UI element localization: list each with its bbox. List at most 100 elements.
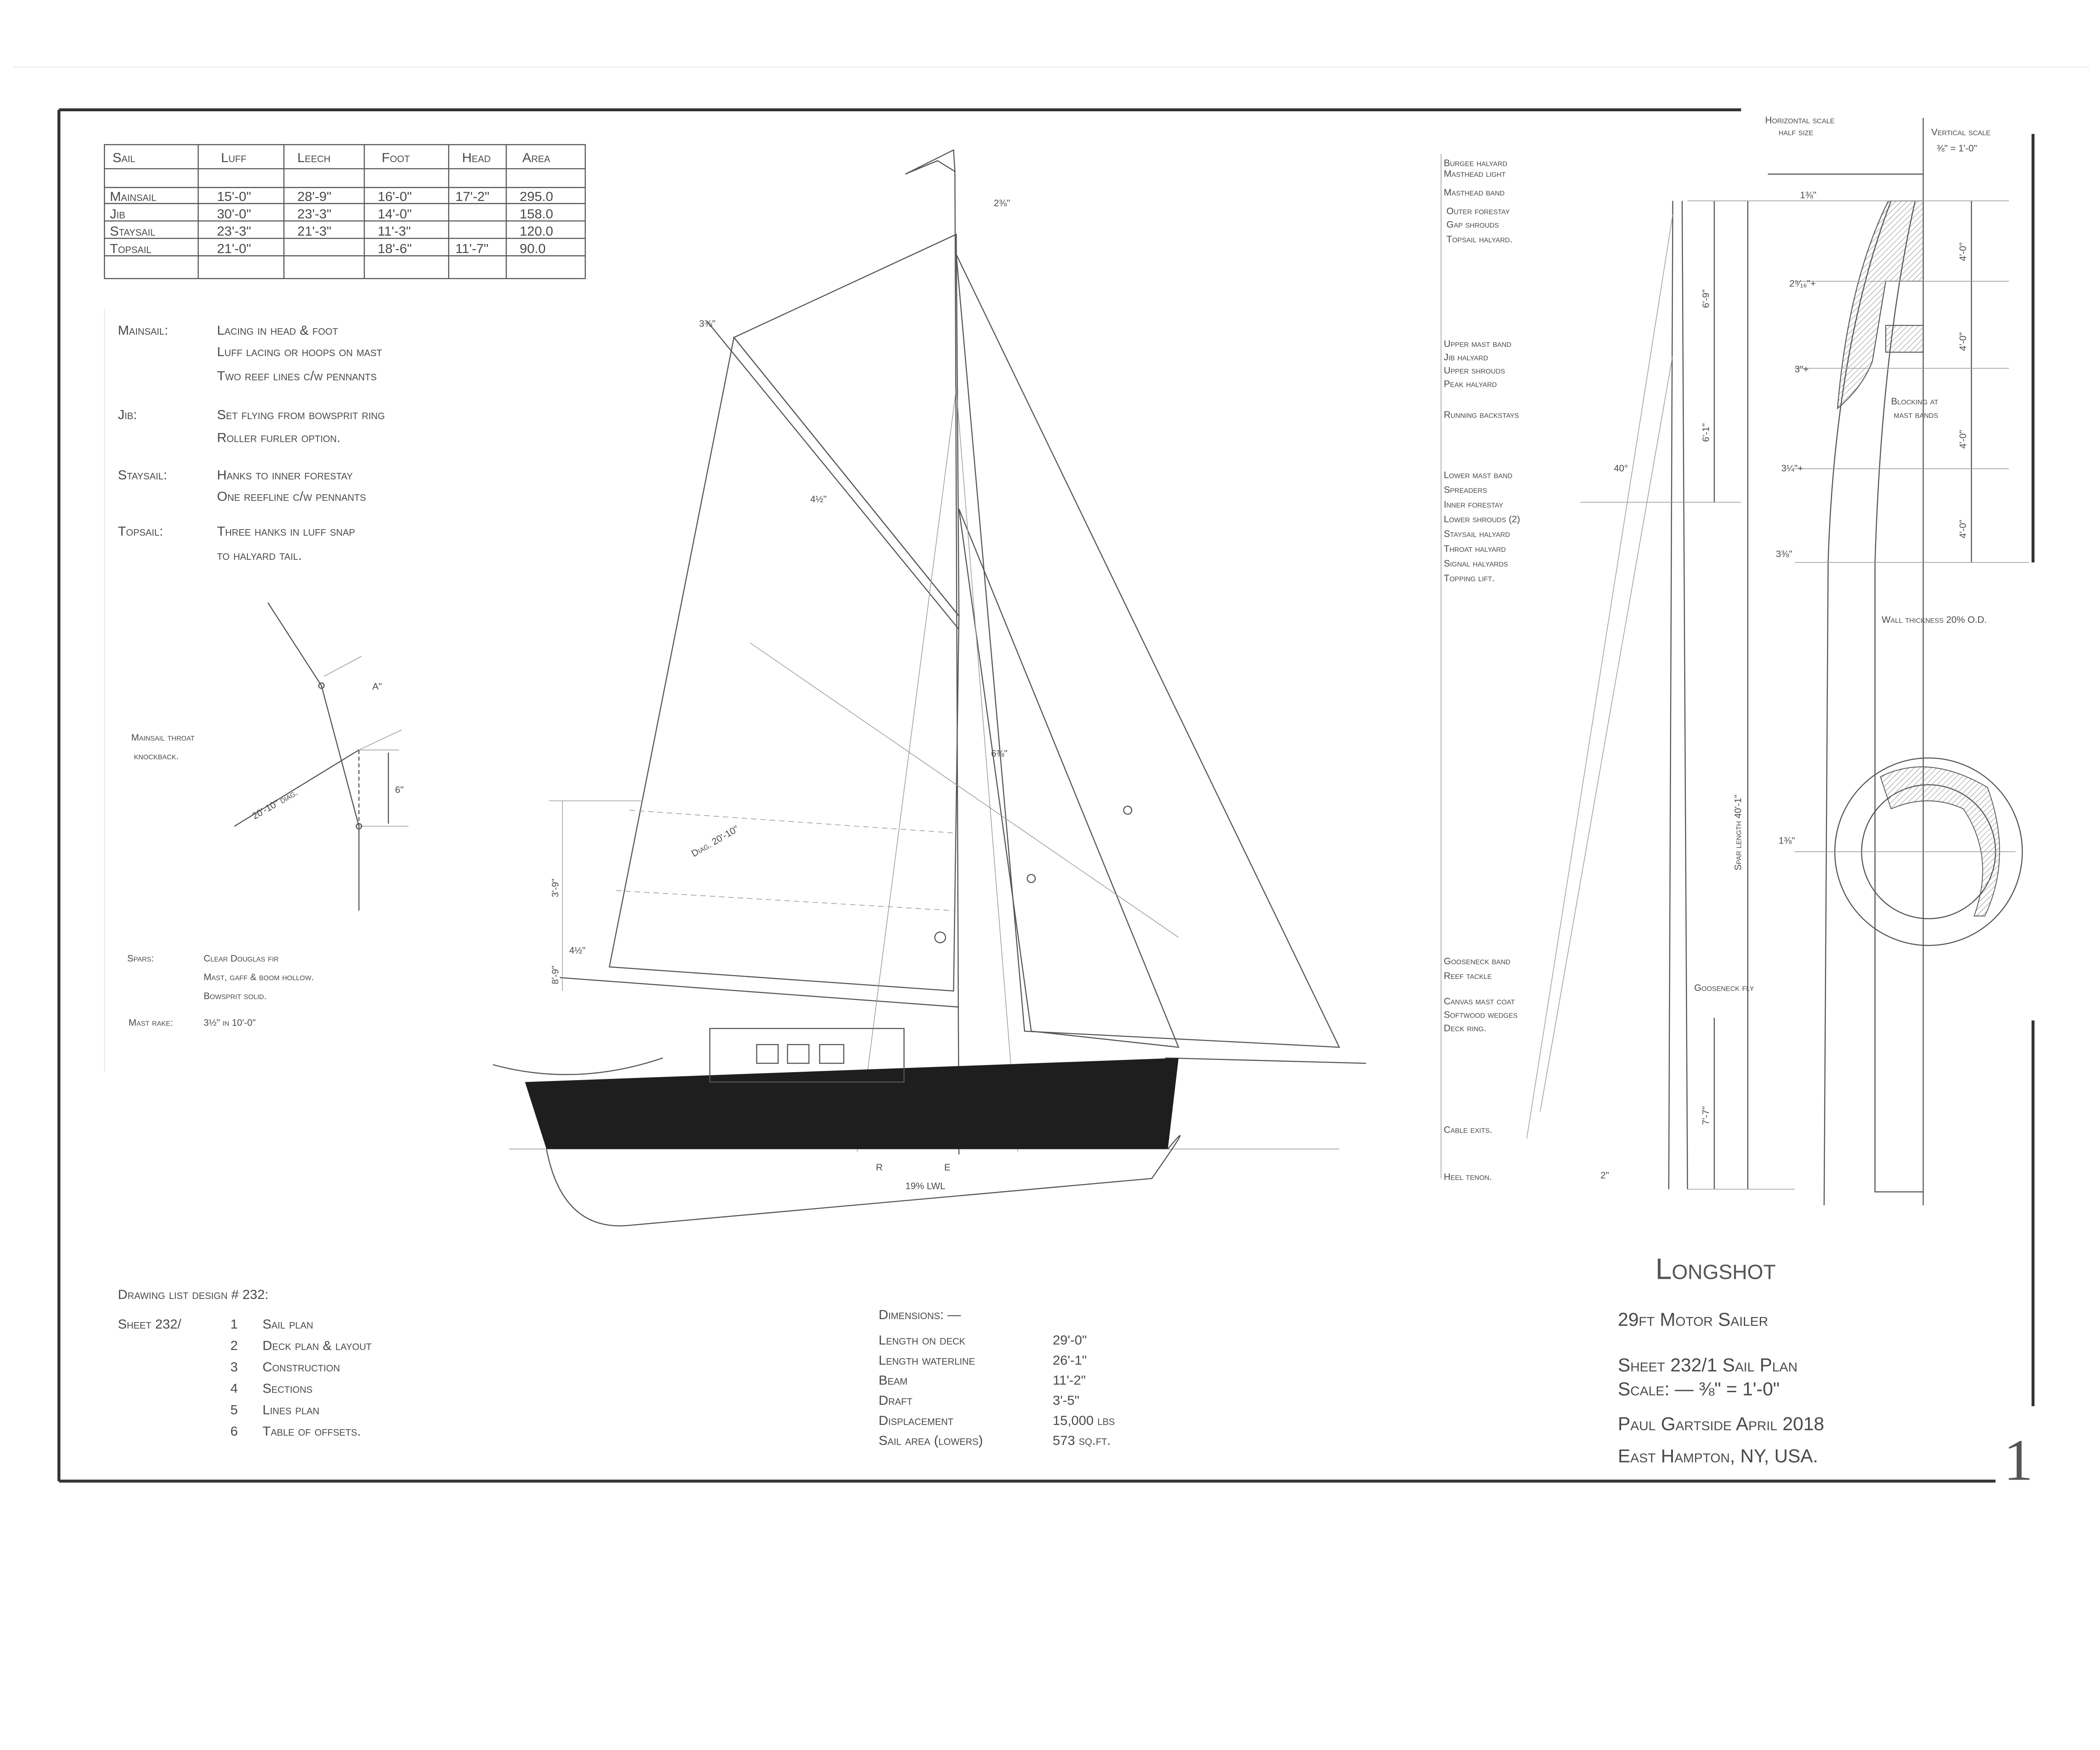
table-row: Topsail 21'-0" 18'-6" 11'-7" 90.0 — [110, 241, 546, 256]
dimensions-title: Dimensions: — — [879, 1307, 961, 1322]
dim-6: 6" — [395, 784, 404, 795]
rig-label: Reef tackle — [1444, 971, 1491, 981]
rig-label: Masthead light — [1444, 168, 1506, 179]
gooseneck-dim: Gooseneck fly — [1694, 983, 1754, 993]
designer-date: Paul Gartside April 2018 — [1618, 1414, 1824, 1435]
rig-label: Signal halyards — [1444, 558, 1508, 569]
table-header: Luff — [221, 150, 247, 165]
spar-length: Spar length 40'-1" — [1732, 795, 1743, 871]
note-line: to halyard tail. — [217, 548, 302, 563]
rig-label: Jib halyard — [1444, 352, 1488, 362]
rig-label: Inner forestay — [1444, 499, 1503, 510]
table-cell: Staysail — [110, 223, 155, 239]
rake-value: 3½" in 10'-0" — [204, 1018, 256, 1028]
topsail — [733, 234, 960, 618]
drawing-list-title: Drawing list design # 232: — [118, 1287, 269, 1302]
location: East Hampton, NY, USA. — [1618, 1446, 1818, 1467]
section-dim: 3"+ — [1795, 364, 1809, 374]
table-cell: 15'-0" — [217, 189, 251, 204]
note-label: Topsail: — [118, 524, 163, 539]
note-label: Mainsail: — [118, 323, 168, 338]
section-dim: 3⅜" — [1776, 549, 1792, 559]
list-item: 6 Table of offsets. — [230, 1423, 361, 1438]
rig-label: Lower shrouds (2) — [1444, 514, 1520, 525]
mast-dim: 6⅜" — [991, 748, 1008, 759]
item-num: 5 — [230, 1402, 238, 1417]
dim-value: 573 sq.ft. — [1053, 1433, 1110, 1448]
sail-table: Sail Luff Leech Foot Head Area Mainsail … — [104, 144, 586, 279]
item-num: 6 — [230, 1423, 238, 1438]
sheet-number: 1 — [2003, 1428, 2033, 1493]
rig-label: Cable exits. — [1444, 1125, 1492, 1135]
title-block: Longshot 29ft Motor Sailer Sheet 232/1 S… — [1618, 1252, 2033, 1493]
rake-label: Mast rake: — [129, 1018, 173, 1028]
hull-underbody — [546, 1135, 1181, 1227]
mast-dim-top: 6'-9" — [1701, 289, 1711, 308]
table-cell: 295.0 — [520, 189, 553, 204]
mark-r: R — [876, 1162, 882, 1173]
rig-label: Topping lift. — [1444, 573, 1494, 583]
gaff-mid-dim: 4½" — [810, 494, 827, 504]
table-cell: Jib — [110, 206, 125, 221]
rig-label: Lower mast band — [1444, 470, 1512, 480]
note-label: Jib: — [118, 407, 137, 422]
table-cell: 17'-2" — [455, 189, 489, 204]
table-cell: 23'-3" — [217, 223, 251, 239]
table-cell: 30'-0" — [217, 206, 251, 221]
spars-line: Clear Douglas fir — [204, 953, 279, 964]
dim-label: Sail area (lowers) — [879, 1433, 983, 1448]
sail-plan-elevation: 3'-9" 8'-9" 2⅜" 3⅜" 4½" 6⅜" 4½" Diag. 20… — [493, 149, 1366, 1227]
heel-dim: 2" — [1601, 1170, 1609, 1181]
scale: Scale: — ⅜" = 1'-0" — [1618, 1379, 1780, 1400]
staysail — [958, 509, 1180, 1048]
dim-value: 26'-1" — [1053, 1352, 1087, 1367]
rig-label: Softwood wedges — [1444, 1009, 1517, 1020]
table-cell: 14'-0" — [378, 206, 412, 221]
table-header: Sail — [113, 150, 135, 165]
burgee-flag — [905, 149, 956, 175]
section-dim: 1⅜" — [1800, 190, 1816, 200]
table-cell: 28'-9" — [297, 189, 331, 204]
knockback-label: knockback. — [134, 751, 179, 761]
table-header: Head — [462, 150, 491, 165]
item-name: Table of offsets. — [262, 1423, 361, 1438]
dim-value: 15,000 lbs — [1053, 1413, 1115, 1428]
table-header: Foot — [382, 150, 410, 165]
table-cell: Mainsail — [110, 189, 156, 204]
table-cell: Topsail — [110, 241, 151, 256]
section-dim: 1⅜" — [1779, 835, 1795, 846]
diag-dim: 20'-10" diag. — [250, 787, 299, 821]
dinghy — [493, 1057, 663, 1075]
knockback-label: Mainsail throat — [131, 732, 194, 743]
table-row: Jib 30'-0" 23'-3" 14'-0" 158.0 — [110, 206, 553, 221]
throat-knockback-detail: Mainsail throat knockback. A" 6" 20'-10"… — [131, 602, 409, 911]
table-header: Leech — [297, 150, 331, 165]
note-line: Luff lacing or hoops on mast — [217, 344, 382, 359]
sheet-prefix: Sheet 232/ — [118, 1316, 181, 1331]
spars-label: Spars: — [127, 953, 154, 964]
sail-plan-drawing: Sail Luff Leech Foot Head Area Mainsail … — [13, 66, 2090, 1493]
item-name: Sail plan — [262, 1316, 313, 1331]
item-num: 2 — [230, 1338, 238, 1353]
table-header: Area — [522, 150, 551, 165]
boom — [559, 977, 959, 1008]
note-line: Roller furler option. — [217, 430, 341, 445]
h-scale-label: half size — [1779, 127, 1814, 137]
dim-label: Draft — [879, 1393, 912, 1408]
note-line: One reefline c/w pennants — [217, 489, 366, 504]
table-cell: 16'-0" — [378, 189, 412, 204]
rig-label: Throat halyard — [1444, 543, 1506, 554]
blocking-label: Blocking at — [1891, 396, 1939, 407]
rig-label: Upper shrouds — [1444, 365, 1505, 376]
v-scale-label: ⅜" = 1'-0" — [1937, 143, 1977, 153]
rig-label: Gooseneck band — [1444, 956, 1510, 966]
mark-e: E — [944, 1162, 950, 1173]
dim-label: Length waterline — [879, 1352, 975, 1367]
rigging-labels: Burgee halyard Masthead light Masthead b… — [1441, 154, 1520, 1182]
height-dim: 8'-9" — [550, 966, 561, 984]
blocking-label: mast bands — [1894, 409, 1938, 420]
